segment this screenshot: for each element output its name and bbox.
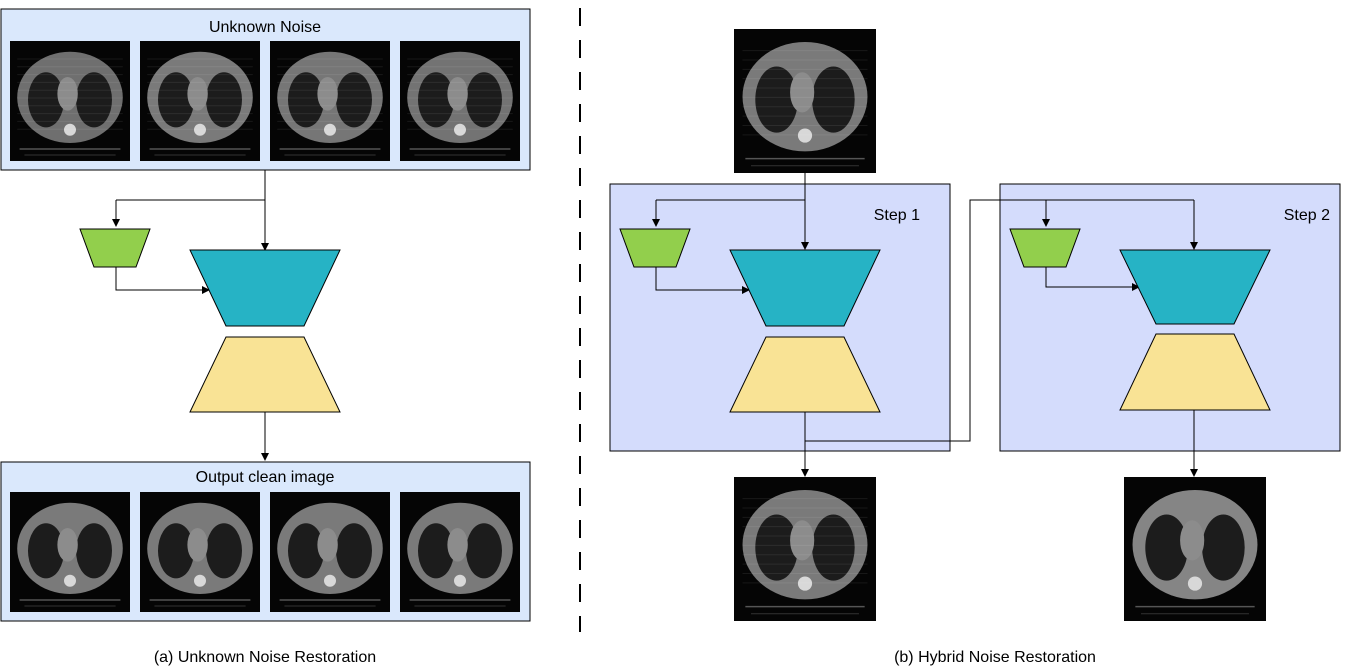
- ct-hybrid-noisy: [734, 29, 876, 173]
- output-image-row: [10, 492, 520, 612]
- prompt-module-step1: [619, 228, 691, 268]
- arrow-prompt-to-encoder: [115, 267, 210, 294]
- encoder-block-step1: [729, 249, 881, 327]
- ct-step1-output: [734, 477, 876, 621]
- decoder-block: [189, 336, 341, 413]
- decoder-block-step1: [729, 336, 881, 413]
- step2-output-image: [1124, 477, 1266, 621]
- caption-left: (a) Unknown Noise Restoration: [154, 649, 376, 666]
- ct-clean-4: [400, 492, 520, 612]
- encoder-block: [189, 249, 341, 327]
- ct-noisy-4: [400, 41, 520, 161]
- caption-right: (b) Hybrid Noise Restoration: [894, 649, 1096, 666]
- ct-noisy-1: [10, 41, 130, 161]
- ct-step2-output: [1124, 477, 1266, 621]
- unknown-noise-title: Unknown Noise: [209, 19, 321, 36]
- step1-output-image: [734, 477, 876, 621]
- step1-to-step2-connector: [805, 199, 1194, 442]
- input-image-row: [10, 41, 520, 161]
- encoder-block-step2: [1119, 249, 1271, 325]
- hybrid-input-image: [734, 29, 876, 173]
- decoder-block-step2: [1119, 333, 1271, 411]
- step1-label: Step 1: [874, 207, 920, 224]
- prompt-module: [79, 228, 151, 268]
- step2-label: Step 2: [1284, 207, 1330, 224]
- output-clean-title: Output clean image: [196, 469, 335, 486]
- ct-clean-3: [270, 492, 390, 612]
- prompt-module-step2: [1009, 228, 1081, 268]
- ct-clean-2: [140, 492, 260, 612]
- ct-noisy-3: [270, 41, 390, 161]
- arrow-prompt-to-encoder-step1: [655, 267, 750, 294]
- arrow-prompt-to-encoder-step2: [1045, 267, 1140, 291]
- ct-noisy-2: [140, 41, 260, 161]
- ct-clean-1: [10, 492, 130, 612]
